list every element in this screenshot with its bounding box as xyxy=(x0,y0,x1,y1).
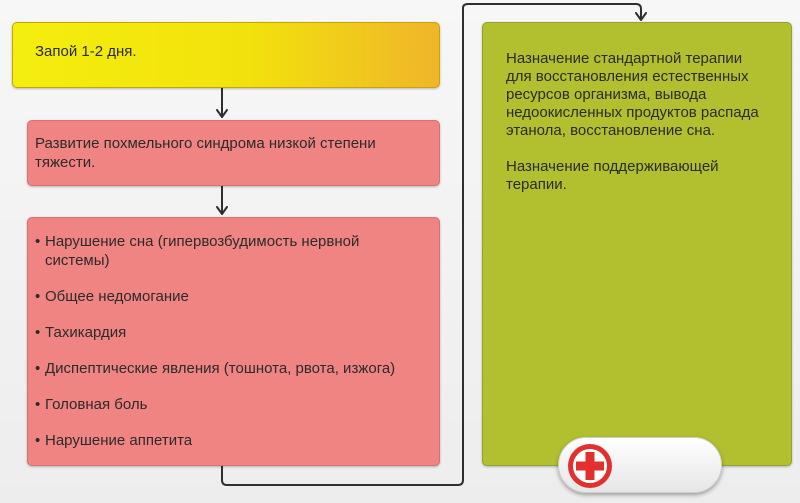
medical-cross-icon xyxy=(568,444,612,488)
arrowhead-hangover-to-symptoms xyxy=(216,206,228,215)
symptom-item: •Диспептические явления (тошнота, рвота,… xyxy=(35,359,427,378)
symptoms-list: •Нарушение сна (гипервозбудимость нервно… xyxy=(35,232,427,450)
bullet: • xyxy=(35,288,41,305)
symptom-item: •Общее недомогание xyxy=(35,287,427,306)
symptom-item: •Головная боль xyxy=(35,395,427,414)
symptom-item: •Нарушение сна (гипервозбудимость нервно… xyxy=(35,232,427,270)
therapy-text-support: Назначение поддерживающей терапии. xyxy=(506,158,719,193)
hangover-box: Развитие похмельного синдрома низкой сте… xyxy=(27,120,440,186)
bullet: • xyxy=(35,360,41,377)
therapy-box: Назначение стандартной терапии для восст… xyxy=(482,22,792,466)
connector-symptoms-to-therapy xyxy=(221,3,642,486)
symptom-text: Нарушение сна (гипервозбудимость нервной… xyxy=(45,233,360,269)
symptom-text: Тахикардия xyxy=(45,324,127,341)
bullet: • xyxy=(35,324,41,341)
binge-text: Запой 1-2 дня. xyxy=(35,43,137,60)
symptom-text: Диспептические явления (тошнота, рвота, … xyxy=(45,360,396,377)
hangover-text: Развитие похмельного синдрома низкой сте… xyxy=(35,135,376,171)
binge-box: Запой 1-2 дня. xyxy=(12,22,440,88)
symptom-item: •Нарушение аппетита xyxy=(35,431,427,450)
symptom-text: Головная боль xyxy=(45,396,148,413)
symptom-text: Общее недомогание xyxy=(45,288,189,305)
therapy-text-main: Назначение стандартной терапии для восст… xyxy=(506,50,759,139)
symptom-text: Нарушение аппетита xyxy=(45,432,193,449)
bullet: • xyxy=(35,233,41,250)
arrowhead-binge-to-hangover xyxy=(216,109,228,118)
medical-pill-badge xyxy=(558,437,722,493)
bullet: • xyxy=(35,432,41,449)
symptoms-box: •Нарушение сна (гипервозбудимость нервно… xyxy=(27,217,440,466)
bullet: • xyxy=(35,396,41,413)
symptom-item: •Тахикардия xyxy=(35,323,427,342)
arrowhead-symptoms-to-therapy xyxy=(635,12,647,21)
